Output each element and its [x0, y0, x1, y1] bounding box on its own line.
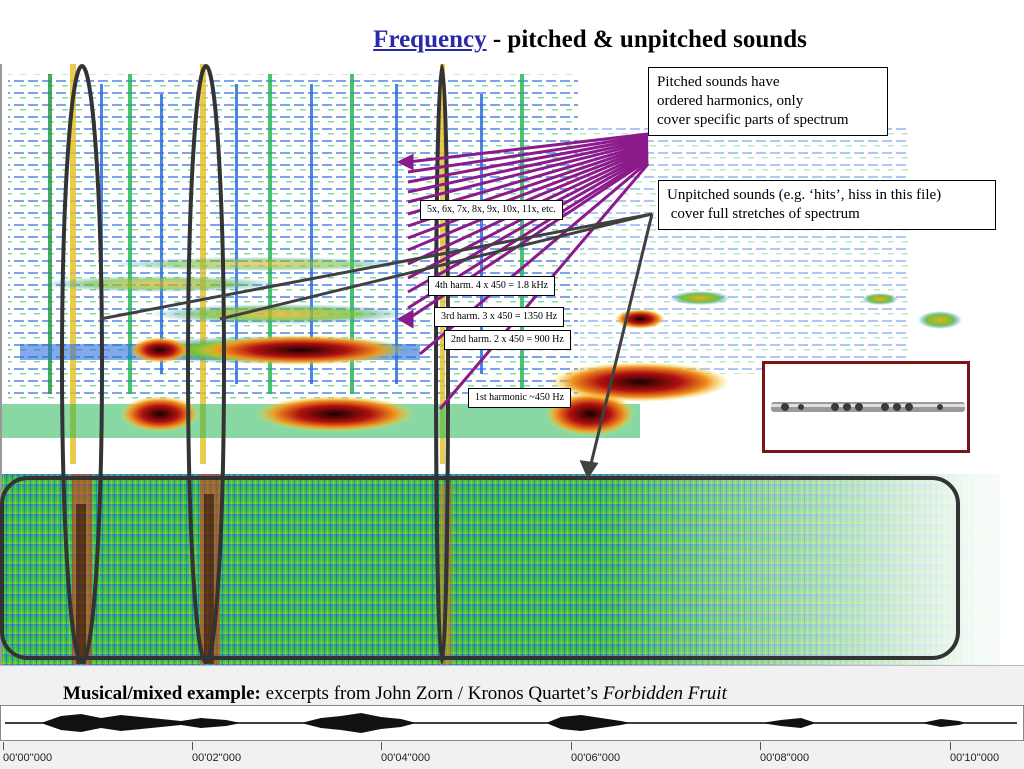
pitched-line-1: Pitched sounds have [657, 74, 780, 90]
caption: Musical/mixed example: excerpts from Joh… [63, 683, 727, 705]
title-rest: - pitched & unpitched sounds [486, 26, 807, 53]
tick-label-3: 00'06''000 [571, 752, 621, 764]
flute-image-frame [762, 361, 970, 453]
tick-label-1: 00'02''000 [192, 752, 242, 764]
tick-label-5: 00'10''000 [950, 752, 1000, 764]
caption-italic: Forbidden Fruit [602, 683, 727, 704]
pitched-line-2: ordered harmonics, only [657, 93, 804, 109]
frequency-link[interactable]: Frequency [373, 26, 487, 53]
page-title: Frequency - pitched & unpitched sounds [0, 26, 1024, 54]
label-4th-harmonic: 4th harm. 4 x 450 = 1.8 kHz [428, 276, 556, 296]
waveform-overview[interactable] [0, 705, 1024, 741]
unpitched-line-2: cover full stretches of spectrum [667, 206, 860, 222]
tick-mark-0 [3, 742, 4, 750]
pitched-line-3: cover specific parts of spectrum [657, 112, 849, 128]
label-2nd-harmonic: 2nd harm. 2 x 450 = 900 Hz [444, 330, 571, 350]
label-1st-harmonic: 1st harmonic ~450 Hz [468, 388, 572, 408]
tick-label-0: 00'00''000 [3, 752, 53, 764]
tick-mark-2 [381, 742, 382, 750]
tick-label-2: 00'04''000 [381, 752, 431, 764]
unpitched-line-1: Unpitched sounds (e.g. ‘hits’, hiss in t… [667, 187, 942, 203]
pitched-callout: Pitched sounds have ordered harmonics, o… [648, 67, 888, 136]
tick-mark-4 [760, 742, 761, 750]
caption-bold: Musical/mixed example: [63, 683, 261, 704]
unpitched-callout: Unpitched sounds (e.g. ‘hits’, hiss in t… [658, 180, 996, 230]
label-3rd-harmonic: 3rd harm. 3 x 450 = 1350 Hz [434, 307, 565, 327]
waveform [5, 713, 1017, 733]
tick-mark-3 [571, 742, 572, 750]
tick-mark-1 [192, 742, 193, 750]
tick-label-4: 00'08''000 [760, 752, 810, 764]
tick-mark-5 [950, 742, 951, 750]
flute-icon [765, 364, 967, 450]
caption-text: excerpts from John Zorn / Kronos Quartet… [260, 683, 603, 704]
label-higher-harmonics: 5x, 6x, 7x, 8x, 9x, 10x, 11x, etc. [420, 200, 563, 220]
